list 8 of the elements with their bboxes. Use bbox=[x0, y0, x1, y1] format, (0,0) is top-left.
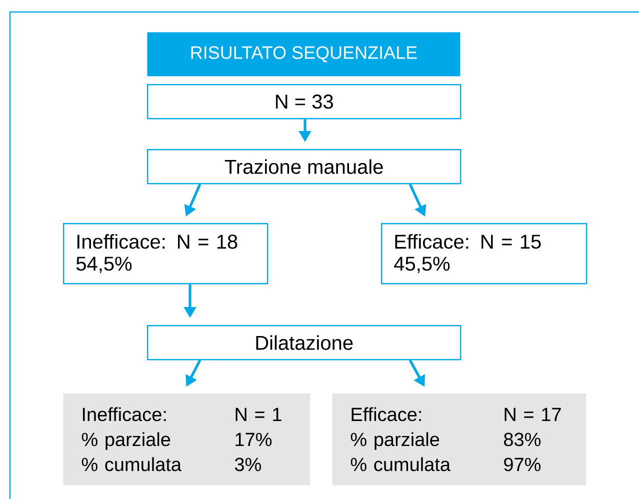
summary-box: Inefficace: N = 1 % parziale 17% % cumulata 3% bbox=[63, 393, 310, 486]
summary-box: Efficace: N = 17 % parziale 83% % cumulata 97% bbox=[332, 393, 586, 486]
process-box: Trazione manuale bbox=[147, 149, 462, 184]
process-box: N = 33 bbox=[147, 84, 462, 120]
result-box: Inefficace: N = 18 54,5% bbox=[63, 223, 268, 284]
process-box: Dilatazione bbox=[147, 325, 462, 360]
title-banner: RISULTATO SEQUENZIALE bbox=[147, 32, 460, 76]
result-box: Efficace: N = 15 45,5% bbox=[381, 223, 588, 284]
